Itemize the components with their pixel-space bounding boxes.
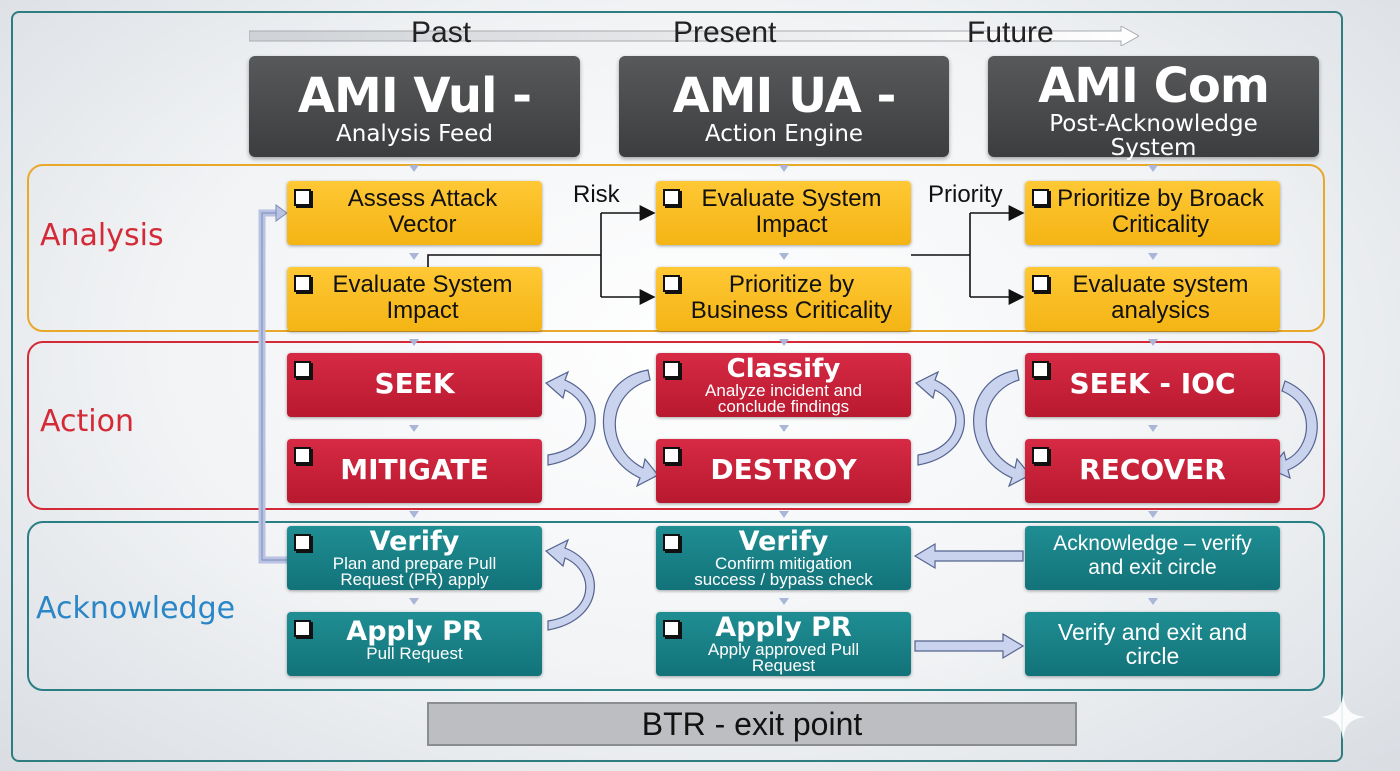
diagram-frame	[11, 11, 1343, 762]
prioritize-business-criticality-box: Prioritize by Business Criticality	[656, 267, 911, 331]
header-subtitle: Action Engine	[704, 121, 864, 147]
acknowledge-exit-box: Acknowledge – verify and exit circle	[1025, 526, 1280, 590]
checkbox-icon	[294, 620, 311, 637]
verify-confirm-box: Verify Confirm mitigation success / bypa…	[656, 526, 911, 590]
action-label: Action	[40, 404, 134, 439]
timeline-future-label: Future	[967, 16, 1054, 49]
checkbox-icon	[1032, 361, 1049, 378]
box-label: Evaluate System Impact	[332, 271, 513, 324]
acknowledge-label: Acknowledge	[36, 591, 236, 626]
box-subtitle: Analyze incident and conclude findings	[705, 381, 862, 416]
box-title: Verify	[369, 526, 460, 557]
checkbox-icon	[294, 275, 311, 292]
recover-box: RECOVER	[1025, 439, 1280, 503]
header-title: AMI Com	[1038, 58, 1270, 114]
checkbox-icon	[663, 534, 680, 551]
prioritize-broack-criticality-box: Prioritize by Broack Criticality	[1025, 181, 1280, 245]
destroy-box: DESTROY	[656, 439, 911, 503]
box-title: Verify	[738, 526, 829, 557]
header-ami-vul: AMI Vul - Analysis Feed	[249, 56, 580, 157]
box-label: Prioritize by Broack Criticality	[1057, 185, 1264, 238]
checkbox-icon	[1032, 275, 1049, 292]
checkbox-icon	[663, 447, 680, 464]
checkbox-icon	[294, 361, 311, 378]
box-subtitle: Confirm mitigation success / bypass chec…	[694, 554, 873, 589]
checkbox-icon	[663, 275, 680, 292]
apply-approved-pr-box: Apply PR Apply approved Pull Request	[656, 612, 911, 676]
btr-exit-point: BTR - exit point	[427, 702, 1077, 746]
box-subtitle: Plan and prepare Pull Request (PR) apply	[332, 554, 497, 589]
checkbox-icon	[1032, 189, 1049, 206]
box-label: Prioritize by Business Criticality	[690, 271, 893, 324]
header-ami-ua: AMI UA - Action Engine	[619, 56, 949, 157]
timeline-past-label: Past	[411, 16, 472, 49]
box-label: Assess Attack Vector	[347, 185, 498, 238]
header-subtitle: Analysis Feed	[336, 121, 493, 147]
box-title: Apply PR	[715, 612, 852, 643]
checkbox-icon	[663, 189, 680, 206]
box-label: DESTROY	[710, 453, 857, 486]
header-title: AMI Vul -	[297, 68, 532, 124]
box-title: Apply PR	[346, 616, 483, 647]
timeline-arrow	[249, 26, 1139, 46]
seek-ioc-box: SEEK - IOC	[1025, 353, 1280, 417]
checkbox-icon	[294, 189, 311, 206]
box-subtitle: Pull Request	[366, 644, 463, 663]
box-title: Classify	[726, 354, 841, 384]
acknowledge-band	[27, 521, 1325, 691]
risk-annotation: Risk	[573, 181, 620, 208]
seek-box: SEEK	[287, 353, 542, 417]
analysis-label: Analysis	[40, 218, 164, 253]
verify-plan-box: Verify Plan and prepare Pull Request (PR…	[287, 526, 542, 590]
apply-pr-box: Apply PR Pull Request	[287, 612, 542, 676]
verify-exit-circle-box: Verify and exit and circle	[1025, 612, 1280, 676]
box-label: Verify and exit and circle	[1057, 619, 1248, 669]
checkbox-icon	[663, 620, 680, 637]
evaluate-system-analysics-box: Evaluate system analysics	[1025, 267, 1280, 331]
action-band	[27, 341, 1325, 510]
analysis-band	[27, 164, 1325, 332]
box-label: Evaluate System Impact	[701, 185, 882, 238]
sparkle-icon	[1320, 694, 1366, 740]
evaluate-system-impact-box-2: Evaluate System Impact	[656, 181, 911, 245]
box-subtitle: Apply approved Pull Request	[707, 640, 860, 675]
evaluate-system-impact-box: Evaluate System Impact	[287, 267, 542, 331]
box-label: SEEK - IOC	[1069, 367, 1236, 400]
header-ami-com: AMI Com Post-Acknowledge System	[988, 56, 1319, 161]
assess-attack-vector-box: Assess Attack Vector	[287, 181, 542, 245]
box-label: RECOVER	[1079, 453, 1226, 486]
box-label: Acknowledge – verify and exit circle	[1053, 532, 1252, 579]
checkbox-icon	[663, 361, 680, 378]
classify-box: Classify Analyze incident and conclude f…	[656, 353, 911, 417]
box-label: Evaluate system analysics	[1072, 271, 1249, 324]
checkbox-icon	[294, 534, 311, 551]
header-title: AMI UA -	[672, 68, 897, 124]
checkbox-icon	[294, 447, 311, 464]
mitigate-box: MITIGATE	[287, 439, 542, 503]
flow-chevrons	[409, 165, 1158, 605]
box-label: MITIGATE	[340, 453, 489, 486]
timeline-present-label: Present	[673, 16, 777, 49]
checkbox-icon	[1032, 447, 1049, 464]
box-label: SEEK	[374, 367, 455, 400]
priority-annotation: Priority	[928, 181, 1003, 208]
header-subtitle: Post-Acknowledge System	[1049, 111, 1258, 161]
